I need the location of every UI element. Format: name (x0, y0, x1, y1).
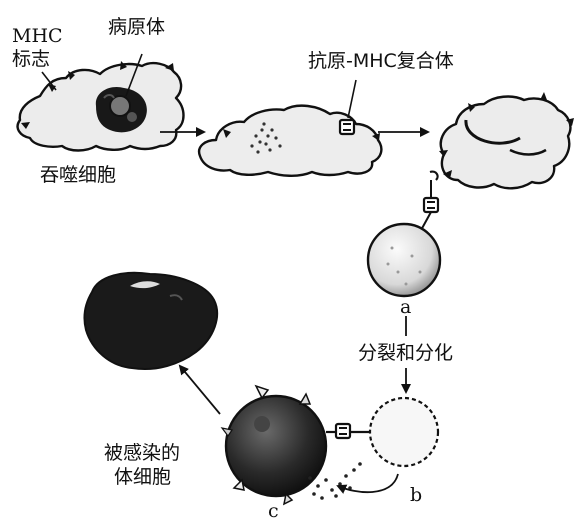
label-infected-cell-line2: 体细胞 (114, 466, 172, 488)
infected-cell-c (220, 384, 328, 506)
t-cell-b (326, 396, 440, 468)
macrophage-binding-t-cell (419, 92, 574, 233)
label-mhc-marker-line2: 标志 (12, 48, 51, 70)
label-pathogen: 病原体 (108, 16, 166, 38)
label-cell-b: b (410, 484, 423, 506)
secreted-particles (308, 462, 362, 500)
label-cell-c: c (268, 500, 279, 522)
label-cell-a: a (400, 296, 412, 318)
label-divide-differentiate: 分裂和分化 (358, 342, 454, 364)
macrophage-presenting-antigen (197, 79, 383, 177)
label-antigen-mhc-complex: 抗原-MHC复合体 (308, 50, 454, 72)
label-infected-cell-line1: 被感染的 (104, 442, 181, 464)
macrophage-with-pathogen (16, 53, 185, 152)
label-mhc-marker-line1: MHC (12, 25, 63, 47)
destroyed-cell (83, 271, 219, 370)
label-macrophage: 吞噬细胞 (40, 164, 117, 186)
curved-arrow-b-to-c (336, 473, 399, 494)
arrow-infected-to-destroyed (178, 364, 221, 415)
t-cell-a (366, 222, 442, 298)
